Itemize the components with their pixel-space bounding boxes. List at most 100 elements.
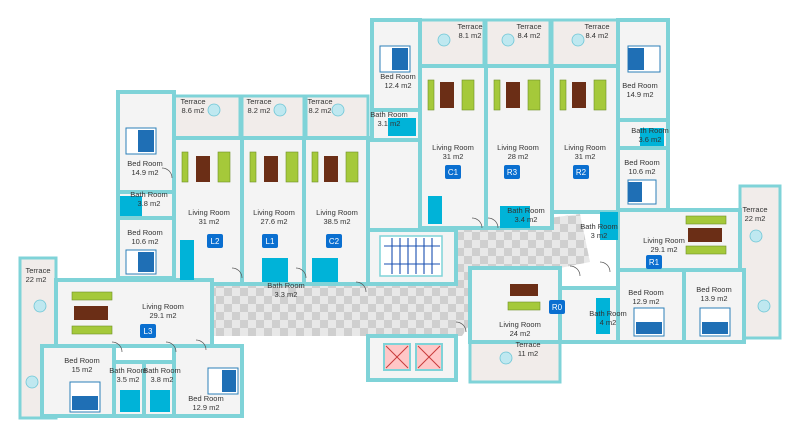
room-area: 12.9 m2 — [632, 297, 659, 306]
terrace-area: 8.6 m2 — [182, 106, 205, 115]
terrace-label: Terrace — [515, 340, 540, 349]
lifts — [383, 343, 443, 371]
room-area: 31 m2 — [575, 152, 596, 161]
terrace-furniture — [25, 33, 771, 389]
room-label: Living Room — [432, 143, 474, 152]
room-label: Bath Room — [267, 281, 305, 290]
room-area: 38.5 m2 — [323, 217, 350, 226]
room-area: 3.8 m2 — [138, 199, 161, 208]
room-area: 14.9 m2 — [131, 168, 158, 177]
svg-text:L1: L1 — [266, 237, 275, 246]
bath-fixture — [428, 196, 442, 224]
room-label: Bed Room — [380, 72, 415, 81]
room-area: 3.3 m2 — [275, 290, 298, 299]
room-label: Bath Room — [130, 190, 168, 199]
unit-badge-c1[interactable]: C1 — [445, 165, 461, 179]
room-label: Bed Room — [64, 356, 99, 365]
staircase — [379, 235, 443, 277]
room-label: Bath Room — [507, 206, 545, 215]
unit-badge-r0[interactable]: R0 — [549, 300, 565, 314]
room-area: 29.1 m2 — [650, 245, 677, 254]
bath-fixture — [120, 390, 140, 412]
unit-badge-l2[interactable]: L2 — [207, 234, 223, 248]
room-area: 15 m2 — [72, 365, 93, 374]
room-label: Bath Room — [143, 366, 181, 375]
bath-fixture — [500, 206, 530, 228]
room-area: 10.6 m2 — [628, 167, 655, 176]
room-label: Bath Room — [631, 126, 669, 135]
svg-text:C1: C1 — [448, 168, 459, 177]
terrace-area: 22 m2 — [745, 214, 766, 223]
terrace-label: Terrace — [457, 22, 482, 31]
room-label: Living Room — [316, 208, 358, 217]
unit-badge-c2[interactable]: C2 — [326, 234, 342, 248]
bath-fixture — [640, 128, 664, 146]
room-area: 29.1 m2 — [149, 311, 176, 320]
terrace-label: Terrace — [584, 22, 609, 31]
room-label: Bed Room — [628, 288, 663, 297]
room-label: Bath Room — [109, 366, 147, 375]
terrace-label: Terrace — [742, 205, 767, 214]
room-label: Bed Room — [188, 394, 223, 403]
room-label: Bath Room — [370, 110, 408, 119]
room-area: 10.6 m2 — [131, 237, 158, 246]
room-area: 3.5 m2 — [117, 375, 140, 384]
terrace-south — [468, 340, 562, 384]
room-area: 12.4 m2 — [384, 81, 411, 90]
terrace-area: 8.4 m2 — [586, 31, 609, 40]
room-area: 24 m2 — [510, 329, 531, 338]
terrace-upper-left-3 — [304, 94, 370, 140]
room-label: Living Room — [142, 302, 184, 311]
room-label: Living Room — [497, 143, 539, 152]
room-label: Bed Room — [127, 159, 162, 168]
room-label: Bed Room — [622, 81, 657, 90]
room-area: 3.4 m2 — [515, 215, 538, 224]
unit-badge-r1[interactable]: R1 — [646, 255, 662, 269]
terrace-label: Terrace — [516, 22, 541, 31]
room-area: 3 m2 — [591, 231, 608, 240]
terrace-label: Terrace — [246, 97, 271, 106]
terrace-area: 8.2 m2 — [248, 106, 271, 115]
corridor-west — [212, 284, 462, 336]
terraces — [18, 18, 782, 420]
room-label: Bed Room — [696, 285, 731, 294]
bath-fixture — [388, 118, 416, 136]
bath-fixture — [600, 212, 618, 240]
svg-text:C2: C2 — [329, 237, 340, 246]
unit-badge-r2[interactable]: R2 — [573, 165, 589, 179]
terrace-label: Terrace — [25, 266, 50, 275]
room-label: Living Room — [499, 320, 541, 329]
room-area: 14.9 m2 — [626, 90, 653, 99]
room-area: 27.6 m2 — [260, 217, 287, 226]
terrace-area: 8.2 m2 — [309, 106, 332, 115]
terrace-area: 8.1 m2 — [459, 31, 482, 40]
bath-fixture — [150, 390, 170, 412]
terrace-area: 8.4 m2 — [518, 31, 541, 40]
terrace-east — [738, 184, 782, 340]
bath-fixture — [312, 258, 338, 282]
room-label: Bed Room — [127, 228, 162, 237]
bathroom-fixtures — [120, 118, 664, 412]
terrace-area: 11 m2 — [518, 349, 538, 358]
svg-text:L2: L2 — [211, 237, 220, 246]
beds — [69, 45, 731, 413]
room-corridor-node — [366, 138, 422, 232]
room-area: 28 m2 — [508, 152, 529, 161]
unit-badge-r3[interactable]: R3 — [504, 165, 520, 179]
bath-fixture — [262, 258, 288, 282]
room-area: 4 m2 — [600, 318, 617, 327]
svg-text:R2: R2 — [576, 168, 587, 177]
terrace-label: Terrace — [180, 97, 205, 106]
room-area: 13.9 m2 — [700, 294, 727, 303]
bath-fixture — [180, 240, 194, 280]
unit-badges: C1 R3 R2 L2 L1 C2 R1 L3 R0 — [140, 165, 662, 338]
room-area: 12.9 m2 — [192, 403, 219, 412]
unit-badge-l3[interactable]: L3 — [140, 324, 156, 338]
room-label: Living Room — [643, 236, 685, 245]
unit-badge-l1[interactable]: L1 — [262, 234, 278, 248]
room-area: 3.6 m2 — [639, 135, 662, 144]
bath-fixture — [120, 196, 142, 216]
room-label: Bath Room — [580, 222, 618, 231]
